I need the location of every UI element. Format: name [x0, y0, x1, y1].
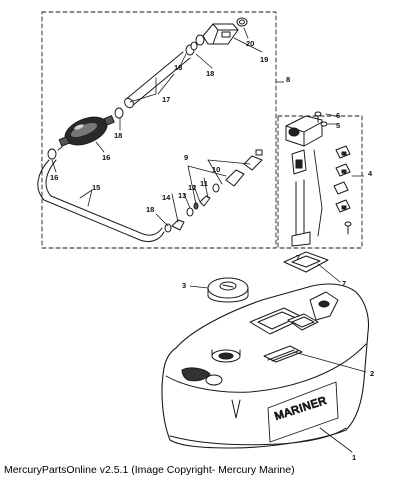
callout-7: 7	[296, 253, 300, 262]
callout-7: 7	[342, 279, 346, 288]
callout-16: 16	[102, 153, 110, 162]
fitting-parts	[171, 149, 263, 231]
fuel-tank-part	[161, 283, 370, 449]
callout-2: 2	[370, 369, 374, 378]
o-ring-part-inner	[239, 19, 245, 25]
callout-18: 18	[206, 69, 214, 78]
o-ring-part	[236, 17, 248, 27]
callout-18: 18	[114, 131, 122, 140]
callout-8: 8	[286, 75, 290, 84]
callout-5: 5	[336, 121, 340, 130]
upper-fuel-hose-part	[124, 51, 191, 107]
fuel-line-group-boundary	[41, 11, 277, 249]
callout-9: 9	[184, 153, 188, 162]
callout-10: 10	[212, 165, 220, 174]
brand-plate	[267, 381, 339, 443]
callout-18: 18	[146, 205, 154, 214]
callout-numbers: 19 20 18 8 17 18 16 16 15 18 9 10 11 12 …	[50, 39, 374, 462]
primer-bulb-part	[58, 115, 115, 147]
callout-6: 6	[336, 111, 340, 120]
hose-clamp-part-3	[47, 148, 57, 160]
callout-19: 19	[260, 55, 268, 64]
callout-12: 12	[188, 183, 196, 192]
fuel-gauge-parts	[285, 111, 352, 247]
callout-13: 13	[178, 191, 186, 200]
callout-3: 3	[182, 281, 186, 290]
image-caption: MercuryPartsOnline v2.5.1 (Image Copyrig…	[4, 464, 295, 476]
callout-20: 20	[246, 39, 254, 48]
leader-lines	[51, 27, 367, 453]
callout-15: 15	[92, 183, 100, 192]
callout-17: 17	[162, 95, 170, 104]
callout-16: 16	[50, 173, 58, 182]
callout-11: 11	[200, 179, 208, 188]
hose-clamp-part-4	[164, 223, 172, 233]
gasket-part	[283, 251, 329, 273]
tank-connector-part	[195, 23, 239, 46]
lower-fuel-hose-part	[37, 159, 165, 243]
hose-clamp-part-2	[114, 107, 124, 119]
callout-4: 4	[368, 169, 373, 178]
callout-14: 14	[162, 193, 171, 202]
hose-clamp-part	[185, 41, 198, 56]
callout-1: 1	[352, 453, 356, 462]
callout-18: 18	[174, 63, 182, 72]
fuel-cap-part	[207, 277, 249, 303]
